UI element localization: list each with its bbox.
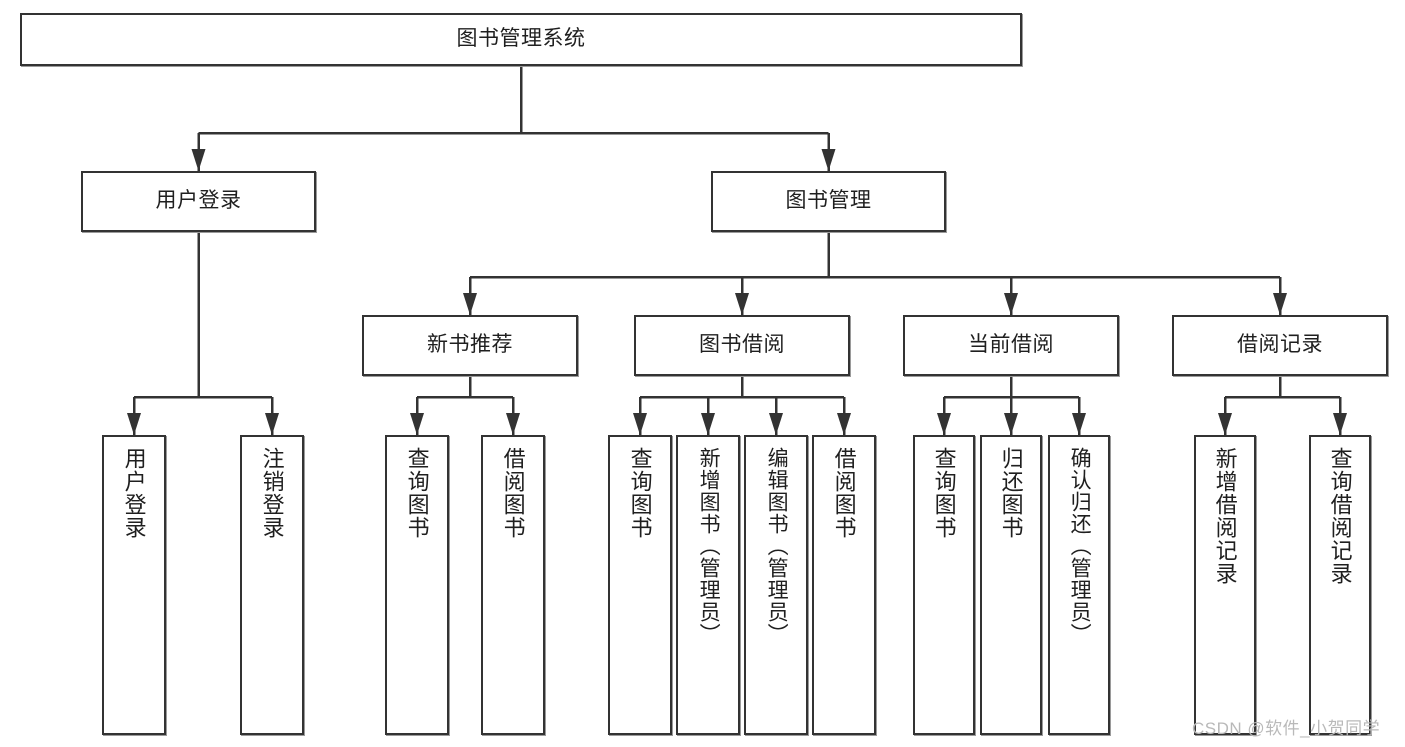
node-label: 查询图书 bbox=[931, 447, 957, 539]
node-leaf_return_book[interactable]: 归还图书 bbox=[980, 435, 1042, 735]
node-leaf_add_book[interactable]: 新增图书（管理员） bbox=[676, 435, 740, 735]
node-user_login[interactable]: 用户登录 bbox=[81, 171, 316, 232]
node-label: 确认归还（管理员） bbox=[1068, 447, 1092, 645]
node-label: 查询借阅记录 bbox=[1327, 447, 1353, 585]
node-label: 注销登录 bbox=[259, 447, 285, 539]
node-leaf_logout[interactable]: 注销登录 bbox=[240, 435, 304, 735]
node-label: 查询图书 bbox=[627, 447, 653, 539]
node-leaf_query_book_3[interactable]: 查询图书 bbox=[913, 435, 975, 735]
node-leaf_query_book_1[interactable]: 查询图书 bbox=[385, 435, 449, 735]
node-book_manage[interactable]: 图书管理 bbox=[711, 171, 946, 232]
node-leaf_edit_book[interactable]: 编辑图书（管理员） bbox=[744, 435, 808, 735]
node-label: 归还图书 bbox=[998, 447, 1024, 539]
node-label: 查询图书 bbox=[404, 447, 430, 539]
node-book_borrow[interactable]: 图书借阅 bbox=[634, 315, 850, 376]
node-label: 新增借阅记录 bbox=[1212, 447, 1238, 585]
node-new_book_rec[interactable]: 新书推荐 bbox=[362, 315, 578, 376]
node-leaf_query_record[interactable]: 查询借阅记录 bbox=[1309, 435, 1371, 735]
node-current_borrow[interactable]: 当前借阅 bbox=[903, 315, 1119, 376]
node-leaf_borrow_book_1[interactable]: 借阅图书 bbox=[481, 435, 545, 735]
node-label: 编辑图书（管理员） bbox=[765, 447, 789, 645]
node-label: 借阅图书 bbox=[831, 447, 857, 539]
node-label: 新书推荐 bbox=[427, 333, 513, 357]
node-borrow_record[interactable]: 借阅记录 bbox=[1172, 315, 1388, 376]
node-leaf_query_book_2[interactable]: 查询图书 bbox=[608, 435, 672, 735]
node-label: 新增图书（管理员） bbox=[697, 447, 721, 645]
node-label: 当前借阅 bbox=[968, 333, 1054, 357]
node-root[interactable]: 图书管理系统 bbox=[20, 13, 1022, 66]
node-label: 图书借阅 bbox=[699, 333, 785, 357]
node-leaf_add_record[interactable]: 新增借阅记录 bbox=[1194, 435, 1256, 735]
watermark: CSDN @软件_小贺同学 bbox=[1192, 719, 1381, 738]
node-leaf_borrow_book_2[interactable]: 借阅图书 bbox=[812, 435, 876, 735]
node-leaf_confirm_return[interactable]: 确认归还（管理员） bbox=[1048, 435, 1110, 735]
node-leaf_user_login[interactable]: 用户登录 bbox=[102, 435, 166, 735]
node-label: 用户登录 bbox=[121, 447, 147, 539]
node-label: 图书管理 bbox=[785, 189, 872, 213]
node-label: 借阅记录 bbox=[1237, 333, 1323, 357]
node-label: 图书管理系统 bbox=[456, 27, 586, 51]
node-label: 借阅图书 bbox=[500, 447, 526, 539]
node-label: 用户登录 bbox=[155, 189, 242, 213]
